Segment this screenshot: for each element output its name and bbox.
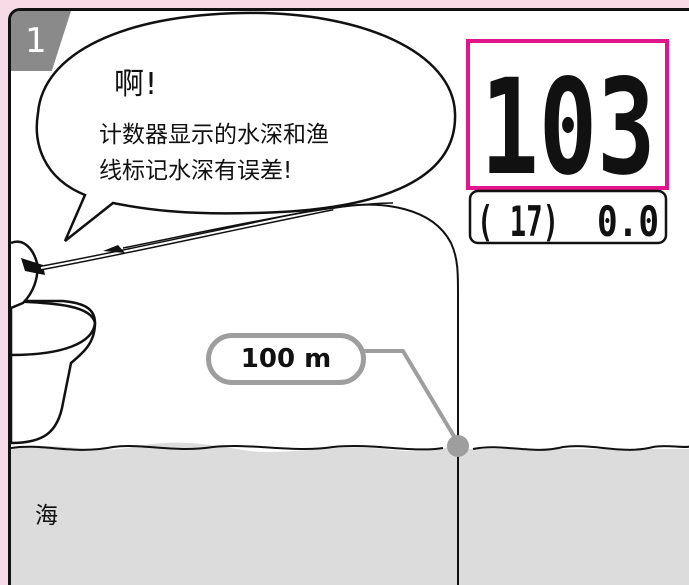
scene-illustration: 103 ( 17) 0.0 <box>11 11 689 585</box>
sea-area <box>11 442 689 585</box>
speech-line-1: 计数器显示的水深和渔 <box>99 122 329 148</box>
counter-main-reading: 103 <box>481 51 656 205</box>
rod-tip-line <box>122 202 394 249</box>
counter-sub-reading-left: ( 17) <box>477 197 559 246</box>
speech-bubble <box>35 11 457 242</box>
reel-detail <box>21 258 45 275</box>
speech-line-2: 线标记水深有误差! <box>99 158 293 184</box>
depth-marker-label: 100 m <box>206 333 366 385</box>
panel-number: 1 <box>25 21 47 61</box>
sea-surface-line <box>11 445 689 451</box>
fishing-line <box>332 203 459 585</box>
counter-sub-reading-right: 0.0 <box>597 197 659 246</box>
exclamation-text: 啊! <box>114 67 159 102</box>
fishing-rod-inner <box>40 207 334 269</box>
panel-number-tab: 1 <box>11 11 71 71</box>
counter-highlight-box <box>466 39 669 190</box>
rod-guide <box>103 245 125 253</box>
boat-rim <box>11 299 97 357</box>
depth-leader-line <box>358 349 460 445</box>
speech-text: 计数器显示的水深和渔 线标记水深有误差! <box>99 117 419 189</box>
fishing-reel <box>11 240 39 310</box>
comic-panel: 1 103 ( 17) 0.0 啊! 计数器显示的水深和渔 线标记水深有误差! <box>8 8 689 585</box>
depth-point-dot <box>447 435 469 457</box>
counter-sub-box <box>468 189 668 245</box>
sea-label: 海 <box>35 503 58 529</box>
